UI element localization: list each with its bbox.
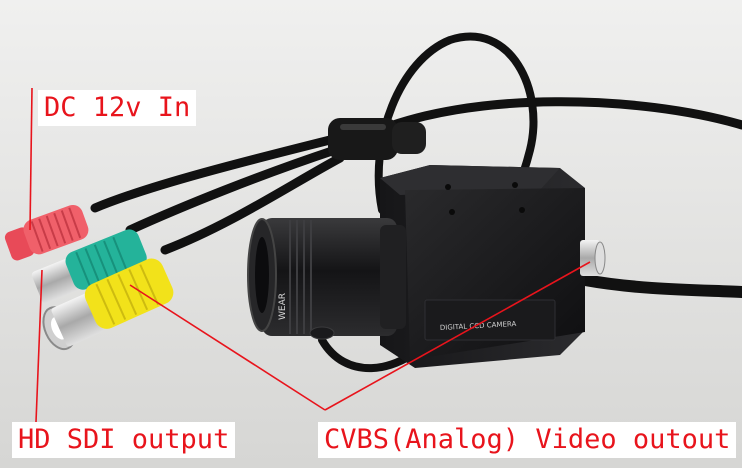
dc-in-label: DC 12v In	[38, 90, 197, 126]
cable-junction	[328, 118, 426, 160]
cvbs-plug	[42, 258, 174, 351]
camera-lens: WEAR	[247, 218, 406, 340]
cables	[90, 32, 742, 373]
camera-bnc-connector	[580, 240, 606, 276]
lens-text: WEAR	[278, 293, 288, 320]
hd-sdi-label: HD SDI output	[12, 422, 236, 458]
cvbs-label: CVBS(Analog) Video outout	[318, 422, 737, 458]
callout-lines	[29, 87, 591, 423]
camera-body: DIGITAL CCD CAMERA	[380, 165, 585, 368]
dc-plug	[4, 204, 89, 261]
hd-sdi-plug	[31, 229, 147, 304]
